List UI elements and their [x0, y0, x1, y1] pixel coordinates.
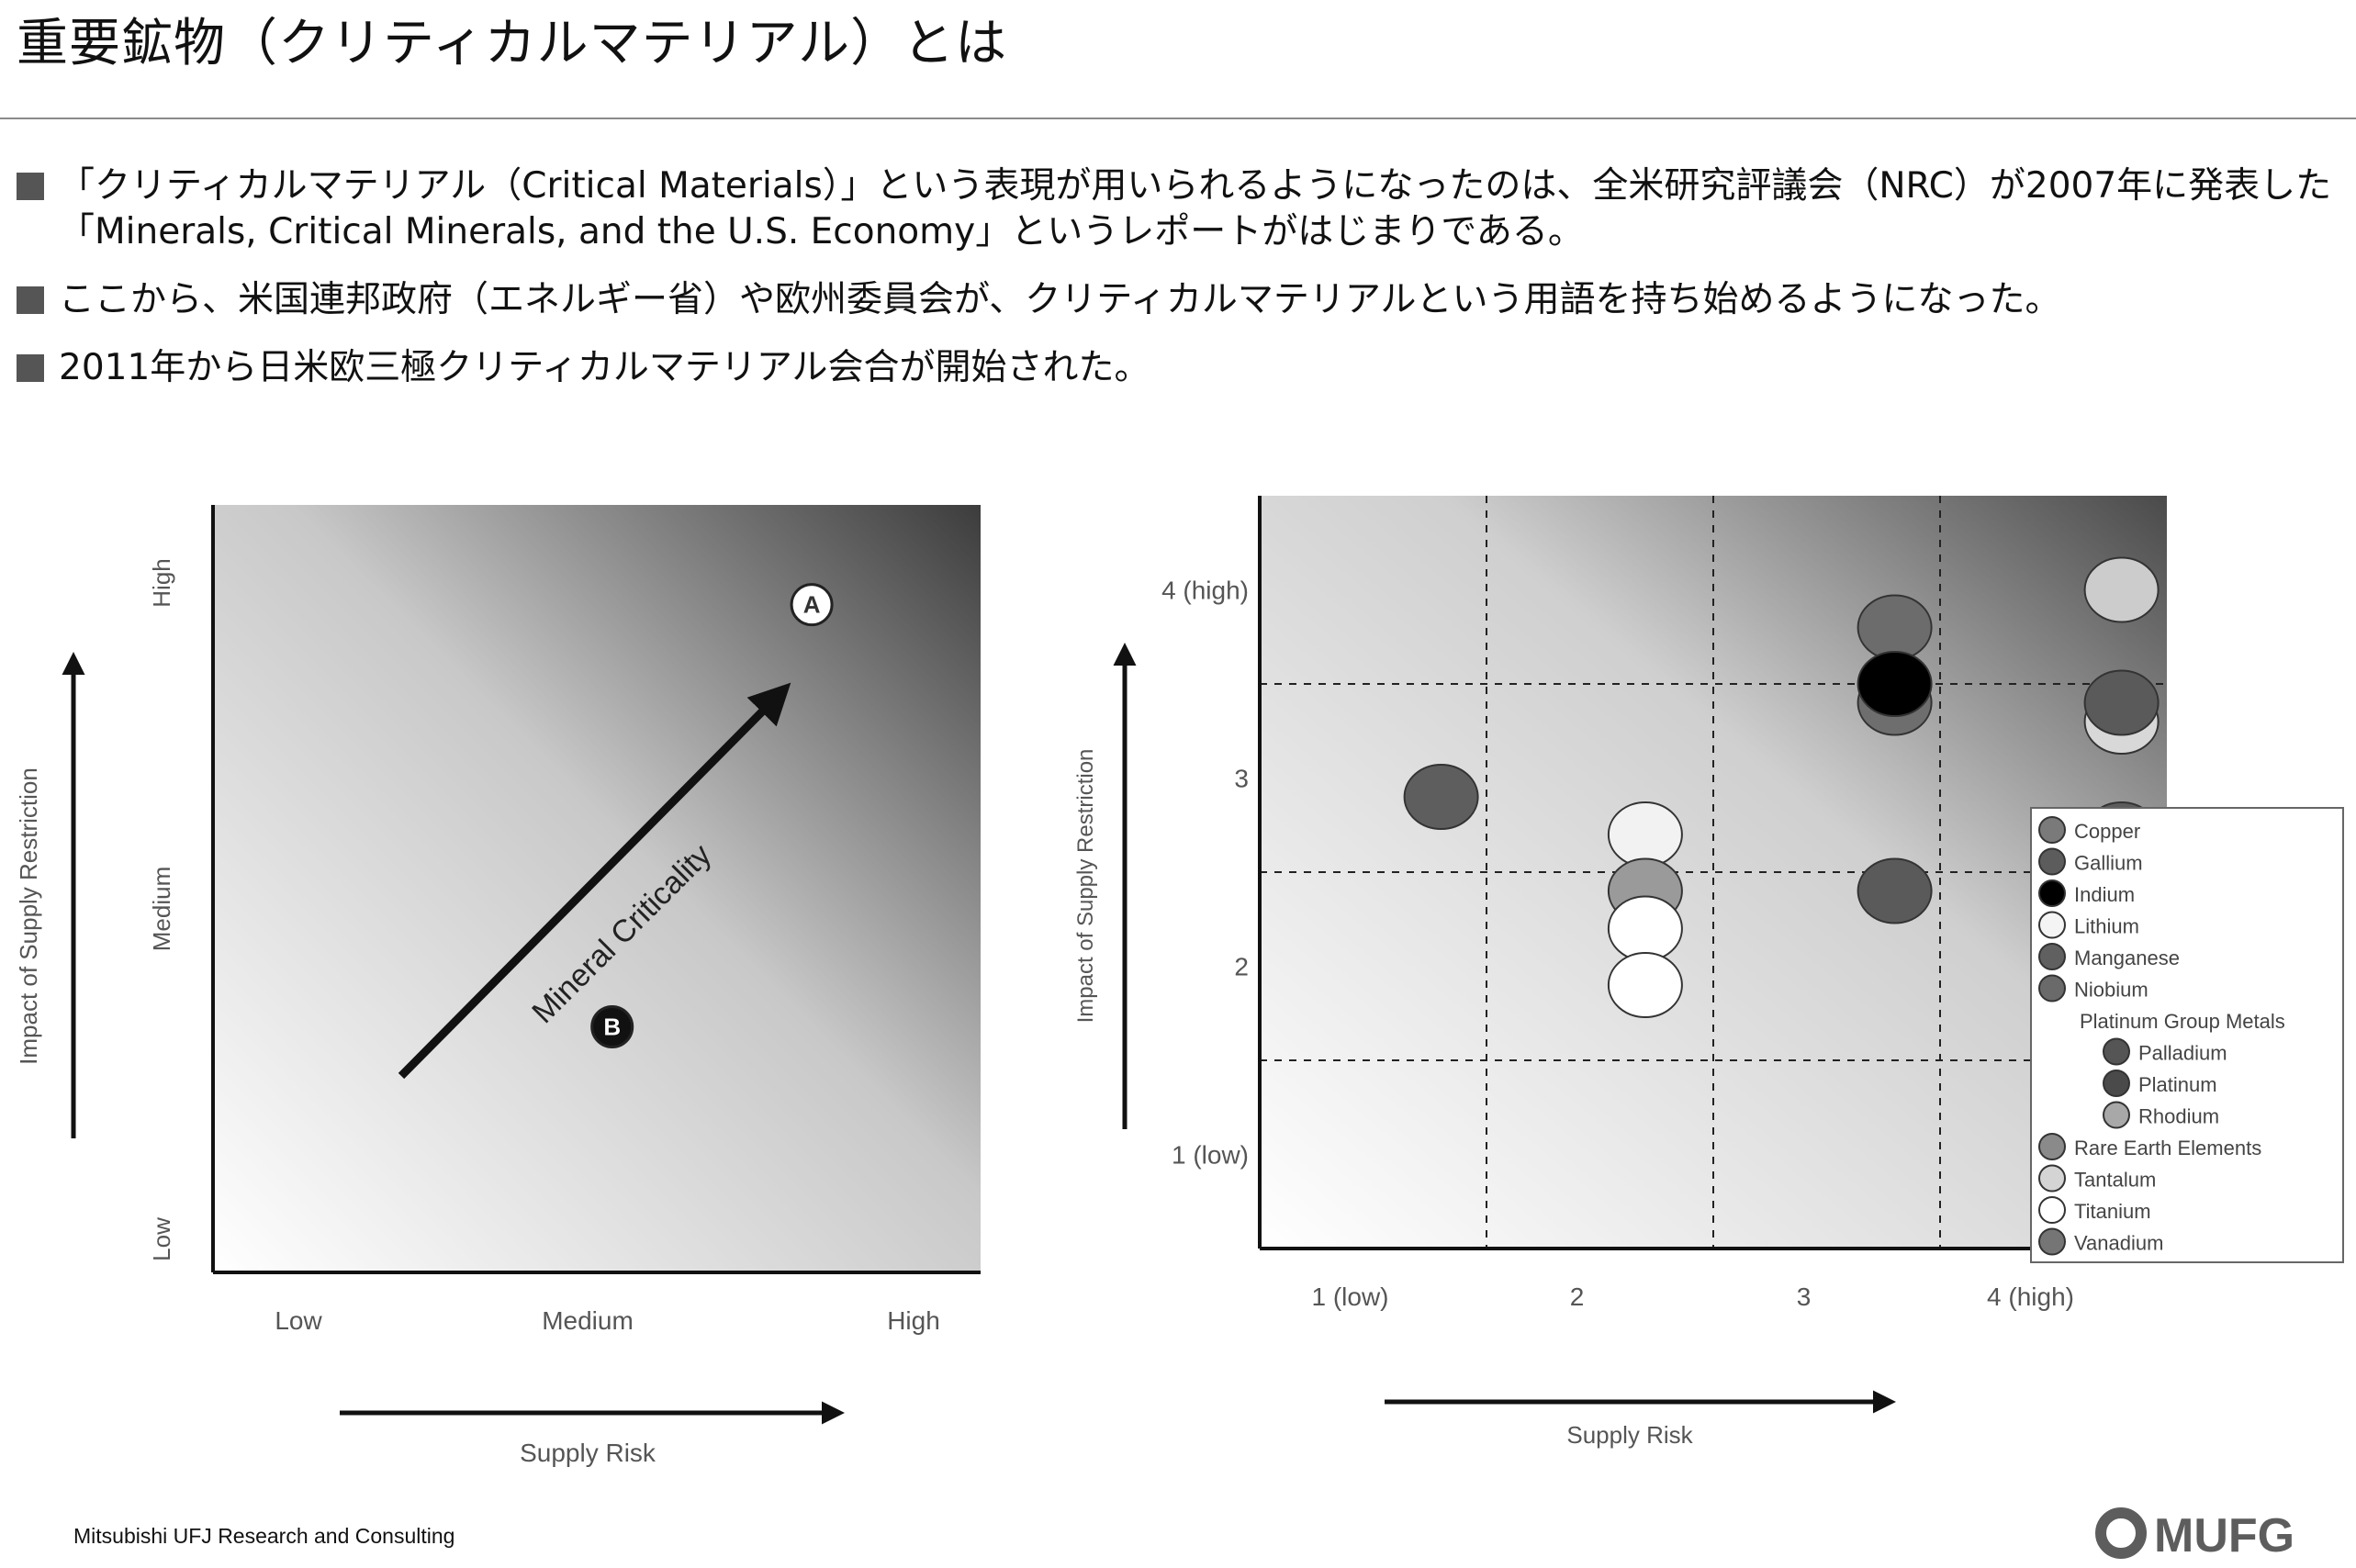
y-axis-label: Impact of Supply Restriction — [15, 767, 42, 1065]
data-point-a: A — [790, 583, 834, 627]
legend-item: Titanium — [2038, 1196, 2151, 1224]
legend-swatch — [2038, 943, 2066, 970]
y-tick-label: Low — [148, 1217, 175, 1261]
square-bullet-icon — [17, 173, 44, 200]
legend-label: Indium — [2074, 883, 2135, 906]
title-divider — [0, 118, 2356, 119]
x-axis-label: Supply Risk — [520, 1439, 656, 1467]
data-point — [1607, 952, 1683, 1018]
legend-swatch — [2038, 974, 2066, 1002]
legend-label: Vanadium — [2074, 1232, 2163, 1255]
legend-swatch — [2038, 911, 2066, 939]
mineral-criticality-chart: 1 (low) 2 3 4 (high) 1 (low) 2 3 4 (high) Impa… — [1073, 496, 2344, 1449]
legend-label: Platinum — [2138, 1073, 2217, 1096]
logo-text: MUFG — [2154, 1509, 2294, 1561]
y-tick-label: 3 — [1234, 765, 1249, 793]
legend-box — [2030, 807, 2344, 1263]
legend-swatch — [2038, 1164, 2066, 1193]
point-label: A — [803, 591, 821, 619]
data-point-b: B — [590, 1004, 634, 1048]
x-tick-label: 2 — [1570, 1282, 1585, 1311]
legend-label: Gallium — [2074, 852, 2143, 875]
legend-swatch — [2038, 1196, 2066, 1224]
data-point — [2083, 669, 2160, 736]
legend-label: Palladium — [2138, 1042, 2227, 1065]
bullet-list: 「クリティカルマテリアル（Critical Materials）」という表現が用… — [17, 163, 2349, 413]
legend-item: Niobium — [2038, 974, 2148, 1002]
criticality-arrow — [398, 682, 791, 1080]
x-tick-label: 1 (low) — [1311, 1282, 1388, 1311]
point-label: B — [603, 1013, 621, 1040]
bullet-text: ここから、米国連邦政府（エネルギー省）や欧州委員会が、クリティカルマテリアルとい… — [59, 278, 2061, 320]
footer-text: Mitsubishi UFJ Research and Consulting — [73, 1524, 455, 1548]
x-tick-label: High — [887, 1306, 940, 1335]
x-tick-label: 3 — [1797, 1282, 1812, 1311]
bullet-item: ここから、米国連邦政府（エネルギー省）や欧州委員会が、クリティカルマテリアルとい… — [17, 277, 2349, 323]
legend-label: Rare Earth Elements — [2074, 1137, 2261, 1159]
bullet-item: 「クリティカルマテリアル（Critical Materials）」という表現が用… — [17, 163, 2349, 255]
legend-item: Lithium — [2038, 911, 2139, 939]
legend-item: Indium — [2038, 879, 2135, 907]
y-tick-label: 4 (high) — [1161, 577, 1249, 605]
legend-swatch — [2038, 1227, 2066, 1256]
data-point — [2083, 556, 2160, 623]
legend-item: Manganese — [2038, 943, 2180, 970]
legend-item: Palladium — [2103, 1037, 2227, 1066]
square-bullet-icon — [17, 353, 44, 382]
legend-label: Manganese — [2074, 946, 2180, 969]
data-point — [1857, 651, 1933, 717]
legend-swatch — [2038, 847, 2066, 876]
legend-item: Platinum — [2103, 1070, 2217, 1097]
y-axis-label: Impact of Supply Restriction — [1073, 749, 1098, 1024]
bullet-text: 「クリティカルマテリアル（Critical Materials）」という表現が用… — [59, 165, 2332, 252]
legend-swatch — [2103, 1037, 2130, 1066]
legend-label: Titanium — [2074, 1200, 2151, 1223]
data-point — [1857, 594, 1933, 661]
point-marker — [590, 1004, 634, 1048]
legend-swatch — [2103, 1101, 2130, 1129]
legend-item: Rhodium — [2103, 1101, 2219, 1129]
legend-item: Tantalum — [2038, 1164, 2156, 1193]
page-title: 重要鉱物（クリティカルマテリアル）とは — [17, 14, 1008, 73]
square-bullet-icon — [17, 286, 44, 314]
y-tick-label: 1 (low) — [1172, 1141, 1249, 1170]
legend-label: Niobium — [2074, 979, 2148, 1002]
bullet-text: 2011年から日米欧三極クリティカルマテリアル会合が開始された。 — [59, 346, 1150, 388]
legend-label: Tantalum — [2074, 1169, 2156, 1192]
mufg-logo: MUFG — [2095, 1507, 2294, 1561]
legend-swatch — [2038, 816, 2066, 844]
legend-item: Rare Earth Elements — [2038, 1133, 2261, 1160]
legend-group-label: Platinum Group Metals — [2080, 1010, 2285, 1033]
plot-background — [213, 505, 981, 1272]
legend-item: Copper — [2038, 816, 2140, 844]
legend-swatch — [2038, 879, 2066, 907]
point-marker — [790, 583, 834, 627]
legend-label: Rhodium — [2138, 1105, 2219, 1128]
data-point — [1403, 764, 1479, 830]
legend-item: Platinum Group Metals — [2080, 1010, 2285, 1033]
y-tick-label: 2 — [1234, 953, 1249, 981]
y-tick-label: Medium — [148, 867, 175, 951]
legend-item: Vanadium — [2038, 1227, 2163, 1256]
legend-swatch — [2038, 1133, 2066, 1160]
y-tick-label: High — [148, 558, 175, 607]
mufg-ring-icon — [2095, 1507, 2147, 1559]
x-tick-label: 4 (high) — [1987, 1282, 2074, 1311]
legend-swatch — [2103, 1070, 2130, 1097]
data-point — [1857, 857, 1933, 924]
data-point — [1607, 895, 1683, 962]
x-axis-label: Supply Risk — [1566, 1421, 1693, 1449]
data-point — [1607, 801, 1683, 868]
bullet-item: 2011年から日米欧三極クリティカルマテリアル会合が開始された。 — [17, 345, 2349, 391]
legend-label: Lithium — [2074, 915, 2139, 938]
legend-label: Copper — [2074, 820, 2140, 843]
x-tick-label: Medium — [542, 1306, 634, 1335]
x-tick-label: Low — [275, 1306, 322, 1335]
legend-item: Gallium — [2038, 847, 2143, 876]
